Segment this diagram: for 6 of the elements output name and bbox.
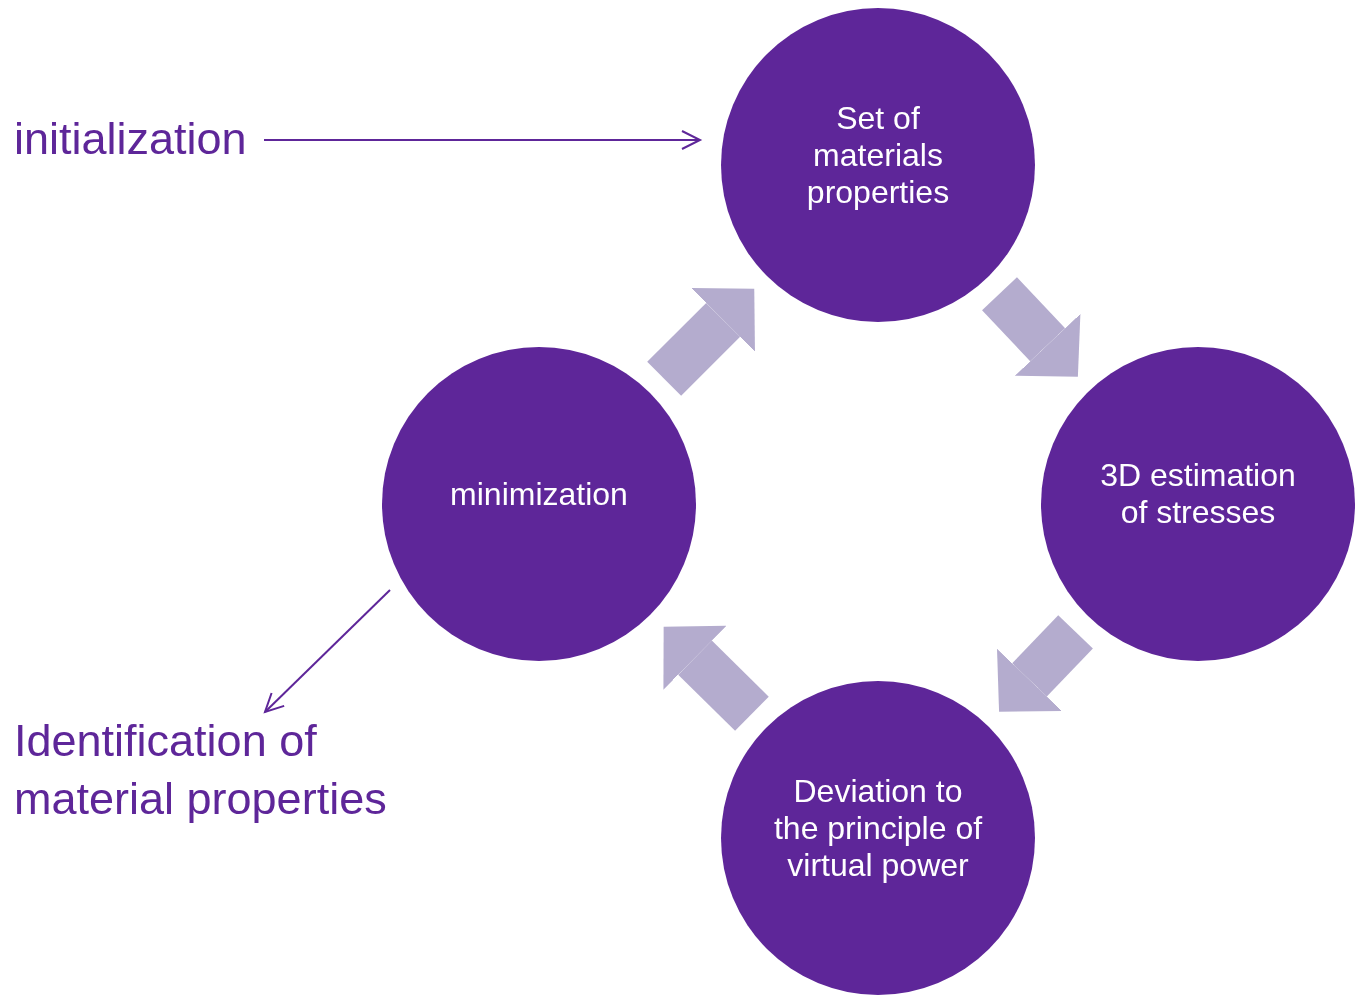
circle-label: Set of materials properties	[805, 99, 951, 211]
circle-label: minimization	[450, 475, 628, 513]
circle-label: 3D estimation of stresses	[1099, 457, 1297, 531]
step-label: initialization	[14, 112, 248, 166]
circle-label: Deviation to the principle of virtual power	[772, 772, 984, 884]
step-label: Identification of material properties	[14, 714, 388, 826]
